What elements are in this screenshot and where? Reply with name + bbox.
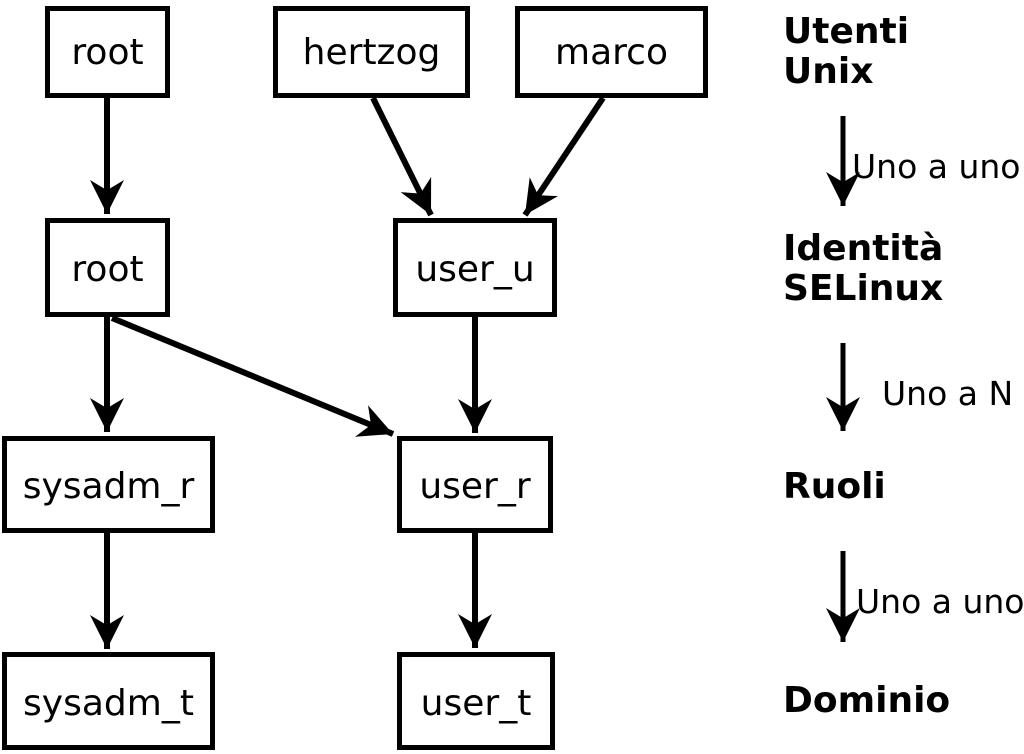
node-label: sysadm_t: [23, 683, 194, 724]
node-box: [2, 652, 215, 750]
node-domain-sysadm-t: sysadm_t: [2, 652, 215, 750]
arrow-hertzog-to-user-u: [370, 96, 434, 217]
legend-relation-uno-a-uno-2: Uno a uno: [856, 582, 1024, 621]
legend-column: Utenti Unix Uno a uno Identità SELinux U…: [783, 11, 1024, 721]
node-selinux-user-u: user_u: [393, 218, 557, 317]
node-box: [2, 436, 215, 533]
node-label: user_u: [415, 249, 534, 290]
legend-level-utenti-unix-line2: Unix: [783, 51, 873, 92]
arrow-selinux-root-to-user-r: [110, 315, 395, 437]
legend-relation-uno-a-n: Uno a N: [882, 374, 1013, 413]
node-role-user-r: user_r: [397, 436, 553, 533]
arrow-marco-to-user-u: [522, 96, 606, 217]
node-label: user_r: [419, 466, 531, 507]
node-box: [515, 6, 708, 98]
node-label: root: [71, 249, 143, 290]
node-label: hertzog: [303, 32, 441, 73]
legend-level-identita-selinux-line1: Identità: [783, 228, 943, 269]
node-label: marco: [555, 32, 668, 73]
legend-level-utenti-unix-line1: Utenti: [783, 11, 909, 52]
legend-relation-uno-a-uno-1: Uno a uno: [852, 147, 1020, 186]
node-label: sysadm_r: [23, 466, 195, 507]
node-box: [45, 6, 170, 98]
node-box: [273, 6, 470, 98]
node-selinux-root: root: [45, 218, 170, 317]
legend-level-dominio: Dominio: [783, 680, 950, 721]
node-box: [393, 218, 557, 317]
node-unix-marco: marco: [515, 6, 708, 98]
legend-level-ruoli: Ruoli: [783, 466, 886, 507]
node-label: root: [71, 32, 143, 73]
node-label: user_t: [421, 683, 532, 724]
node-box: [397, 652, 555, 750]
node-box: [45, 218, 170, 317]
node-unix-hertzog: hertzog: [273, 6, 470, 98]
node-unix-root: root: [45, 6, 170, 98]
node-domain-user-t: user_t: [397, 652, 555, 750]
node-box: [397, 436, 553, 533]
node-role-sysadm-r: sysadm_r: [2, 436, 215, 533]
legend-level-identita-selinux-line2: SELinux: [783, 268, 943, 309]
